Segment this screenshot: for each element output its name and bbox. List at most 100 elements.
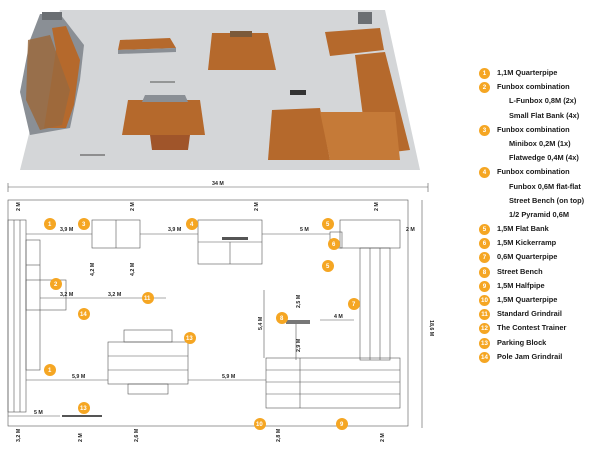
funbox-4-3d	[208, 33, 276, 70]
svg-text:4: 4	[190, 222, 194, 228]
dim-5-9m-b: 5,9 M	[222, 374, 236, 380]
funbox-combination-3d	[26, 35, 70, 130]
legend-label: Pole Jam Grindrail	[497, 351, 563, 361]
legend-label: Minibox 0,2M (1x)	[509, 138, 571, 148]
legend-item: 14 Pole Jam Grindrail	[475, 350, 600, 364]
svg-text:14: 14	[80, 312, 87, 318]
legend-label: Small Flat Bank (4x)	[509, 110, 580, 120]
dim-3-9m-a: 3,9 M	[60, 227, 74, 233]
svg-text:13: 13	[80, 406, 87, 412]
legend-label: 1,1M Quarterpipe	[497, 68, 558, 77]
legend-number-badge: 9	[479, 280, 490, 292]
legend-item: 10 1,5M Quarterpipe	[475, 293, 600, 307]
svg-text:8: 8	[280, 316, 284, 322]
dim-2m-c: 2 M	[254, 202, 260, 211]
dim-5m-b: 5 M	[34, 410, 43, 416]
center-pyramid-top	[142, 95, 188, 102]
legend-number-badge: 1	[479, 68, 490, 79]
legend-item: Street Bench (on top)	[475, 194, 600, 208]
flat-bank-top	[358, 12, 372, 24]
legend-number-badge: 13	[479, 337, 490, 349]
legend-number-badge: 10	[479, 295, 490, 306]
legend-number-badge: 12	[479, 323, 490, 335]
legend-label: The Contest Trainer	[497, 323, 567, 333]
svg-text:6: 6	[332, 242, 336, 248]
legend-item: 3 Funbox combination	[475, 123, 600, 137]
svg-text:9: 9	[340, 422, 344, 428]
legend-label: 1,5M Kickerramp	[497, 238, 557, 248]
legend-number-badge: 6	[479, 238, 490, 250]
dim-2m-a: 2 M	[16, 202, 22, 211]
legend-item: 13 Parking Block	[475, 336, 600, 350]
legend-number-badge: 14	[479, 351, 490, 363]
dim-5-4m: 5,4 M	[258, 316, 264, 330]
legend-number-badge: 7	[479, 252, 490, 264]
legend-label: Standard Grindrail	[497, 309, 562, 319]
funbox-3-3d	[118, 38, 176, 50]
legend-label: Street Bench (on top)	[509, 195, 585, 205]
legend-label: Parking Block	[497, 337, 547, 347]
dim-3-2m-a: 3,2 M	[60, 292, 74, 298]
legend-number-badge: 11	[479, 309, 490, 321]
skatepark-floor-plan: 34 M 18,6 M 2 M 2 M 2 M 2 M 3,9 M 3,9 M …	[7, 181, 434, 442]
svg-text:11: 11	[144, 296, 151, 302]
street-bench-plan	[286, 320, 310, 324]
dim-2-6m: 2,6 M	[134, 428, 140, 442]
legend-label: Funbox 0,6M flat-flat	[509, 181, 581, 191]
svg-text:5: 5	[326, 264, 330, 270]
legend-item: 11 Standard Grindrail	[475, 307, 600, 321]
left-quarterpipe-top	[42, 12, 62, 20]
svg-text:1: 1	[48, 368, 52, 374]
legend-label: Funbox combination	[497, 124, 570, 134]
legend-item: 8 Street Bench	[475, 265, 600, 279]
legend-label: L-Funbox 0,8M (2x)	[509, 96, 577, 106]
plan-badges: 1 2 3 4 5 6 5 7 8 11 14 13 1 10 9 13	[44, 218, 360, 430]
legend-label: 1,5M Quarterpipe	[497, 295, 558, 304]
legend-label: Funbox combination	[497, 82, 570, 92]
center-pyramid-bottom	[150, 135, 190, 150]
legend-item: Minibox 0,2M (1x)	[475, 137, 600, 151]
halfpipe-coping	[290, 90, 306, 95]
dim-3-2m-v: 3,2 M	[16, 428, 22, 442]
dim-total-width: 34 M	[212, 181, 224, 187]
legend-item: 1/2 Pyramid 0,6M	[475, 208, 600, 222]
legend-number-badge: 4	[479, 167, 490, 179]
funbox-4-top	[230, 31, 252, 37]
legend-item: Funbox 0,6M flat-flat	[475, 180, 600, 194]
svg-text:13: 13	[186, 336, 193, 342]
dim-3-2m-b: 3,2 M	[108, 292, 122, 298]
dim-total-depth: 18,6 M	[428, 320, 434, 337]
halfpipe-3d	[268, 108, 330, 160]
dim-2m-g: 2 M	[380, 433, 386, 442]
legend-label: 1/2 Pyramid 0,6M	[509, 209, 569, 219]
dim-2m-e: 2 M	[406, 227, 415, 233]
legend-item: 4 Funbox combination	[475, 165, 600, 179]
funbox-3-side	[118, 48, 176, 54]
dim-5m-a: 5 M	[300, 227, 309, 233]
halfpipe-side	[320, 112, 400, 160]
legend-number-badge: 8	[479, 266, 490, 278]
svg-text:7: 7	[352, 302, 356, 308]
legend-number-badge: 3	[479, 124, 490, 136]
dim-2m-d: 2 M	[374, 202, 380, 211]
legend-label: Street Bench	[497, 266, 543, 276]
dim-2-8m: 2,8 M	[276, 428, 282, 442]
skatepark-3d-render	[20, 10, 420, 170]
legend-label: Flatwedge 0,4M (4x)	[509, 153, 579, 163]
dim-2m-f: 2 M	[78, 433, 84, 442]
legend-item: Small Flat Bank (4x)	[475, 109, 600, 123]
svg-text:1: 1	[48, 222, 52, 228]
dim-4m: 4 M	[334, 314, 343, 320]
dim-4-2m-b: 4,2 M	[130, 262, 136, 276]
dim-2-9m: 2,9 M	[296, 338, 302, 352]
legend-item: 1 1,1M Quarterpipe	[475, 66, 600, 80]
legend-label: 0,6M Quarterpipe	[497, 252, 558, 262]
legend-number-badge: 5	[479, 224, 490, 236]
legend-label: Funbox combination	[497, 167, 570, 177]
dim-5-9m-a: 5,9 M	[72, 374, 86, 380]
legend-item: 12 The Contest Trainer	[475, 321, 600, 335]
